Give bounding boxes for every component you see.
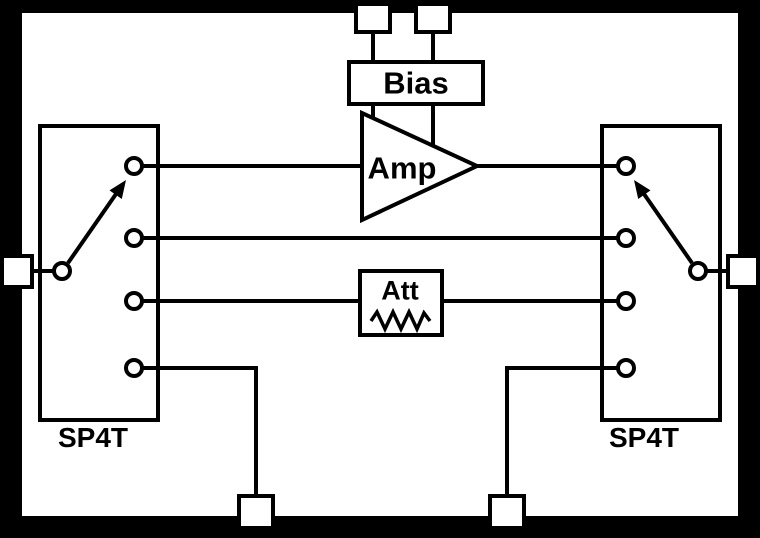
sp4t-left-port-2 [124, 228, 144, 248]
sp4t-right-port-3 [616, 291, 636, 311]
amp-triangle [360, 109, 482, 224]
sp4t-right-arrowhead-icon [634, 180, 651, 199]
sp4t-right-arm [642, 192, 694, 265]
sp4t-left-label: SP4T [57, 422, 129, 453]
sp4t-left-port-3 [124, 291, 144, 311]
sp4t-left-arm [66, 192, 118, 265]
sp4t-left-arrowhead-icon [109, 180, 126, 199]
att-label: Att [381, 275, 419, 306]
sp4t-right-label: SP4T [608, 422, 680, 453]
sp4t-left-port-1 [124, 156, 144, 176]
sp4t-left-pole [52, 261, 72, 281]
pad-bottom-left [237, 494, 275, 530]
amp-label: Amp [367, 150, 437, 186]
pad-right [726, 254, 760, 289]
resistor-zigzag-icon [369, 307, 432, 334]
wire-path4-right-to-bottom-pad [505, 366, 626, 500]
bias-label: Bias [383, 65, 449, 101]
wire-path4-left-to-bottom-pad [134, 366, 258, 500]
att-box [358, 269, 444, 337]
sp4t-right-port-1 [616, 156, 636, 176]
sp4t-right-port-2 [616, 228, 636, 248]
sp4t-right-port-4 [616, 358, 636, 378]
pad-top-right [414, 2, 452, 34]
pad-bottom-right [488, 494, 526, 530]
sp4t-right-pole [688, 261, 708, 281]
bias-box [347, 60, 485, 106]
pad-top-left [354, 2, 392, 34]
pad-left [0, 254, 34, 289]
sp4t-left-port-4 [124, 358, 144, 378]
